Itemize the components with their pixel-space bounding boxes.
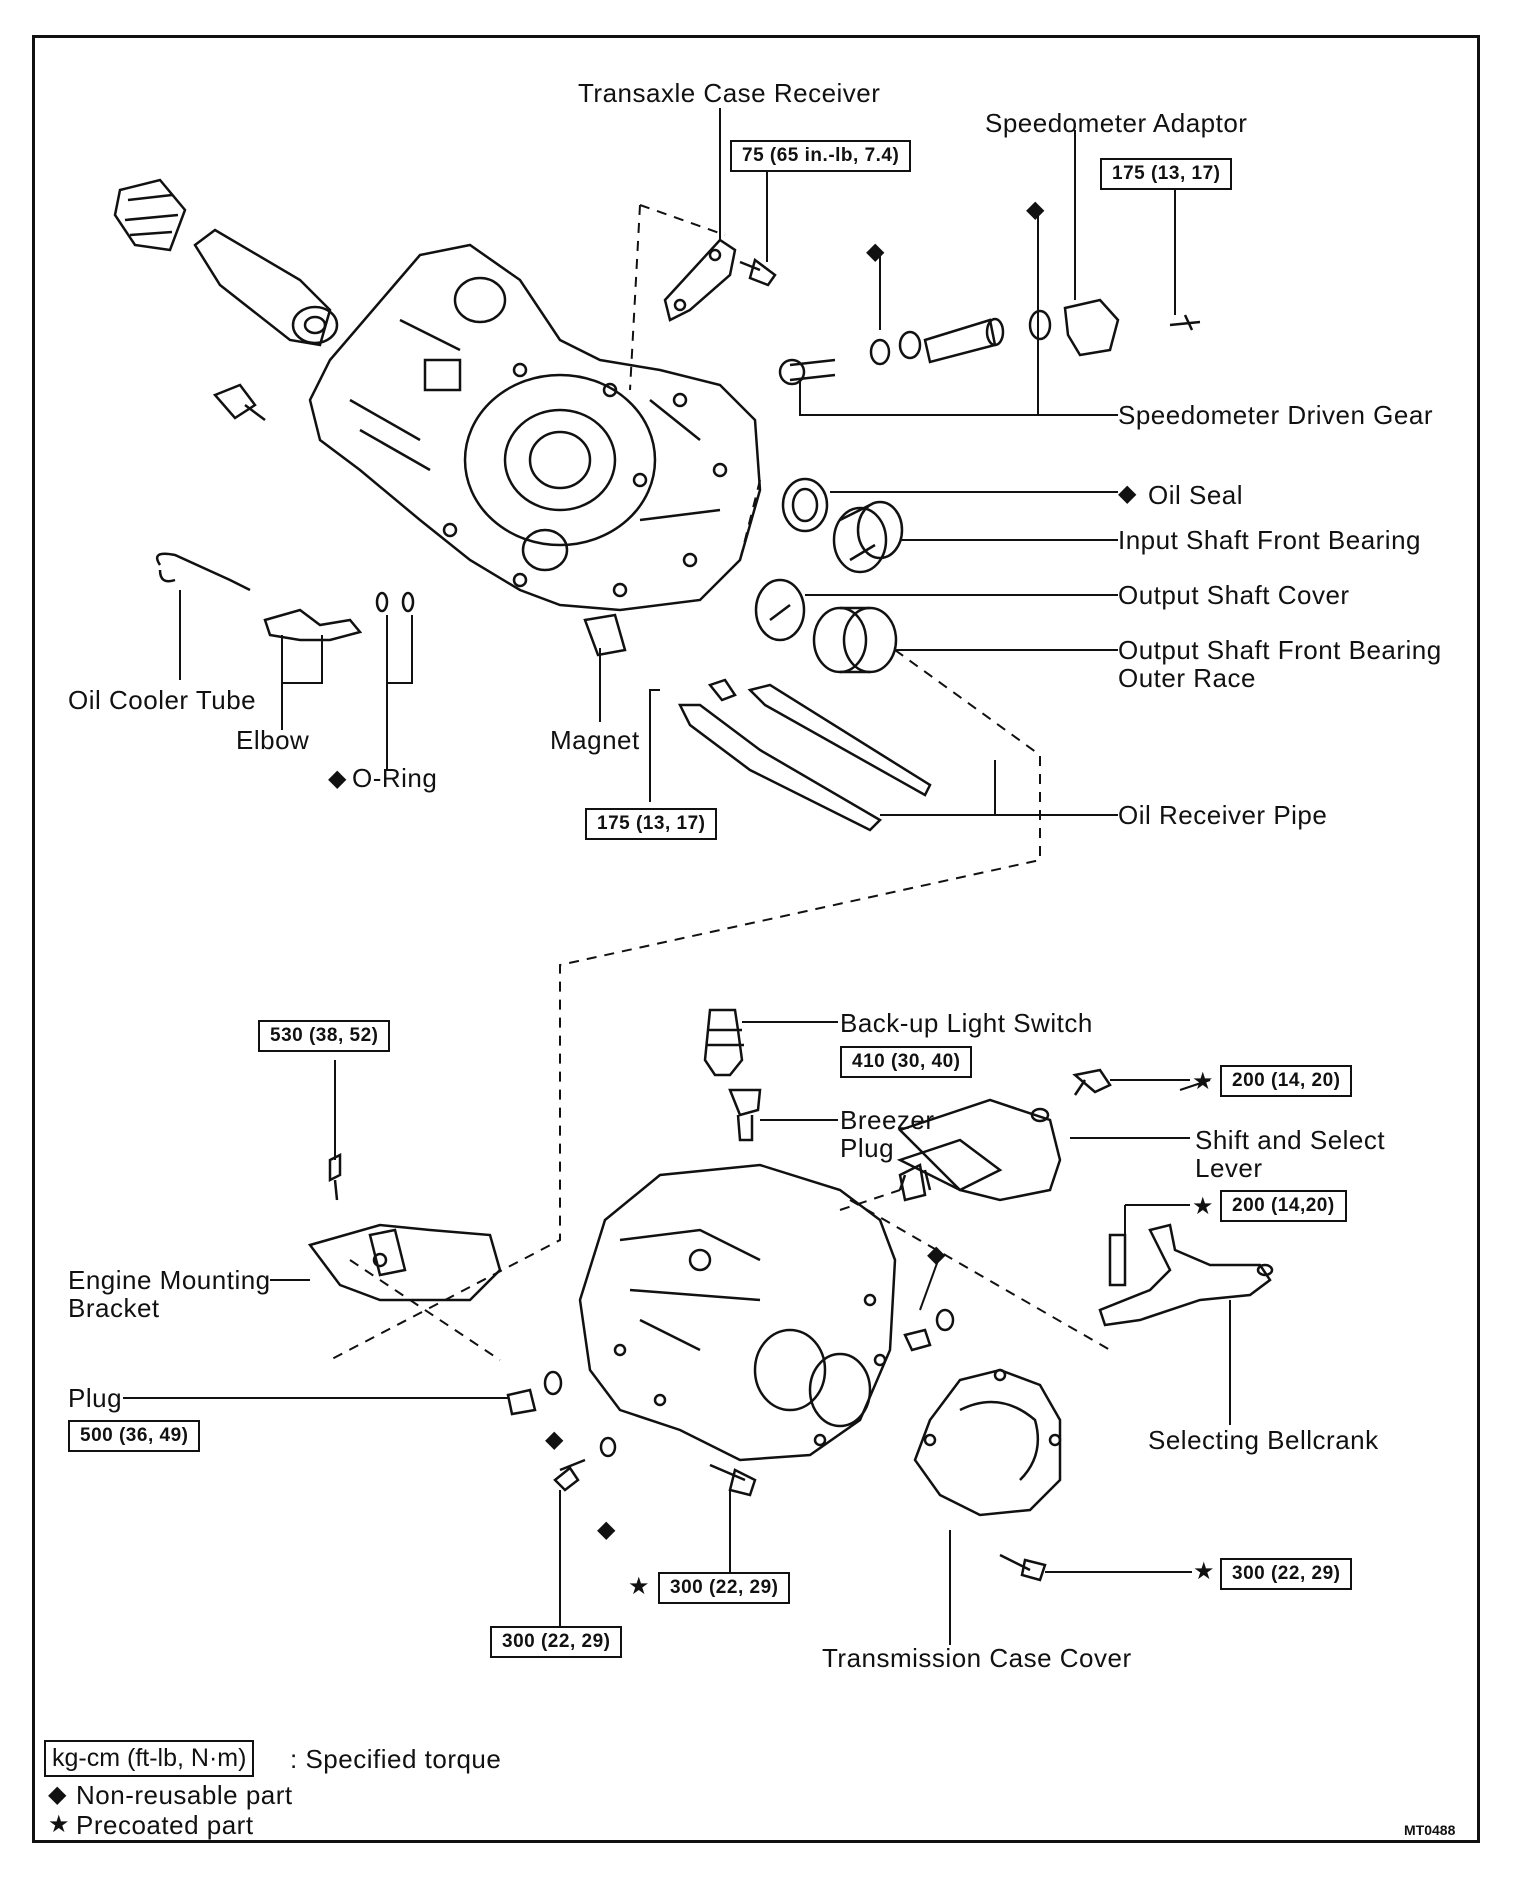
label-selecting-bellcrank: Selecting Bellcrank: [1148, 1425, 1379, 1455]
figure-code: MT0488: [1404, 1822, 1456, 1838]
dashed-guide-lines: [329, 204, 1111, 1361]
small-fasteners: [506, 1308, 1047, 1582]
bellcrank-part: [1098, 1223, 1274, 1327]
label-magnet: Magnet: [550, 725, 640, 755]
legend-non-reusable: Non-reusable part: [76, 1780, 293, 1810]
label-oil-receiver-pipe: Oil Receiver Pipe: [1118, 800, 1328, 830]
torque-bellcrank: 200 (14,20): [1220, 1190, 1347, 1222]
precoated-icon: ★: [628, 1573, 650, 1600]
release-fork-part: [113, 178, 339, 347]
label-outer-race: Outer Race: [1118, 663, 1256, 693]
shift-bolt-part: [1072, 1068, 1112, 1096]
bearing-parts: [754, 477, 904, 674]
precoated-icon: ★: [1192, 1068, 1214, 1095]
shift-select-lever-part: [896, 1098, 1062, 1202]
label-input-shaft-front-bearing: Input Shaft Front Bearing: [1118, 525, 1422, 555]
non-reusable-icon: ◆: [927, 1241, 946, 1268]
non-reusable-icon: ◆: [1026, 196, 1045, 223]
label-plug: Plug: [68, 1383, 123, 1413]
label-engine-mounting: Engine Mounting: [68, 1265, 271, 1295]
torque-case-bolt-left: 300 (22, 29): [490, 1626, 623, 1658]
non-reusable-icon: ◆: [597, 1516, 616, 1543]
precoated-icon: ★: [1192, 1193, 1214, 1220]
non-reusable-icon: ◆: [545, 1426, 564, 1453]
non-reusable-icon: ◆: [48, 1781, 67, 1808]
oil-cooler-parts: [155, 552, 415, 642]
case-receiver-part: [663, 238, 777, 322]
torque-speedometer-adaptor: 175 (13, 17): [1100, 158, 1233, 190]
label-elbow: Elbow: [236, 725, 310, 755]
label-oil-seal: Oil Seal: [1148, 480, 1244, 510]
transaxle-case-part: [308, 243, 762, 612]
label-speedometer-adaptor: Speedometer Adaptor: [985, 108, 1248, 138]
stud-part: [212, 383, 266, 421]
label-output-shaft-cover: Output Shaft Cover: [1118, 580, 1350, 610]
legend-torque-unit: kg-cm (ft-lb, N·m): [44, 1740, 255, 1777]
non-reusable-icon: ◆: [328, 765, 347, 792]
label-lever: Lever: [1195, 1153, 1263, 1183]
torque-case-bolt-center: 300 (22, 29): [658, 1572, 791, 1604]
torque-shift-lever: 200 (14, 20): [1220, 1065, 1353, 1097]
label-speedometer-driven-gear: Speedometer Driven Gear: [1118, 400, 1433, 430]
torque-plug: 500 (36, 49): [68, 1420, 201, 1452]
non-reusable-icon: ◆: [1118, 480, 1137, 507]
oil-receiver-pipe-part: [677, 678, 932, 832]
torque-oil-receiver-pipe: 175 (13, 17): [585, 808, 718, 840]
legend-specified-torque: : Specified torque: [290, 1744, 502, 1774]
label-o-ring: O-Ring: [352, 763, 438, 793]
non-reusable-icon: ◆: [866, 238, 885, 265]
case-cover-part: [913, 1368, 1062, 1517]
label-shift-and-select: Shift and Select: [1195, 1125, 1386, 1155]
mounting-bracket-part: [307, 1152, 502, 1302]
backup-switch-part: [703, 1008, 744, 1077]
diagram-frame: [32, 35, 1480, 1843]
leader-lines: [123, 108, 1231, 1645]
speedometer-parts: [778, 298, 1201, 386]
label-transmission-case-cover: Transmission Case Cover: [822, 1643, 1132, 1673]
precoated-icon: ★: [48, 1811, 70, 1838]
magnet-part: [583, 613, 627, 657]
torque-case-cover: 300 (22, 29): [1220, 1558, 1353, 1590]
transmission-case-part: [578, 1163, 897, 1462]
label-backup-light-switch: Back-up Light Switch: [840, 1008, 1093, 1038]
label-bracket: Bracket: [68, 1293, 160, 1323]
label-transaxle-case-receiver: Transaxle Case Receiver: [578, 78, 881, 108]
torque-mounting-bracket: 530 (38, 52): [258, 1020, 391, 1052]
label-breezer-plug: Plug: [840, 1133, 895, 1163]
torque-backup-switch: 410 (30, 40): [840, 1046, 973, 1078]
label-oil-cooler-tube: Oil Cooler Tube: [68, 685, 257, 715]
breezer-plug-part: [728, 1088, 762, 1142]
precoated-icon: ★: [1193, 1558, 1215, 1585]
legend-precoated: Precoated part: [76, 1810, 254, 1840]
label-output-shaft-front-bearing: Output Shaft Front Bearing: [1118, 635, 1442, 665]
torque-case-receiver: 75 (65 in.-lb, 7.4): [730, 140, 912, 172]
label-breezer: Breezer: [840, 1105, 935, 1135]
